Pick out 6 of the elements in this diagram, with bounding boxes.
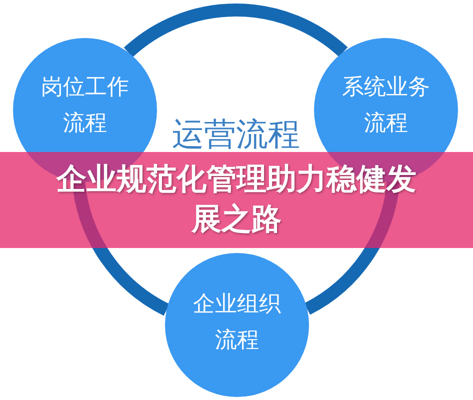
process-label: 系统业务流程 bbox=[341, 74, 431, 138]
process-label: 岗位工作流程 bbox=[40, 74, 130, 138]
title-text: 企业规范化管理助力稳健发展之路 bbox=[55, 161, 418, 239]
process-label: 企业组织流程 bbox=[192, 291, 282, 355]
center-label: 运营流程 bbox=[172, 116, 300, 152]
connector-arc bbox=[124, 4, 348, 58]
